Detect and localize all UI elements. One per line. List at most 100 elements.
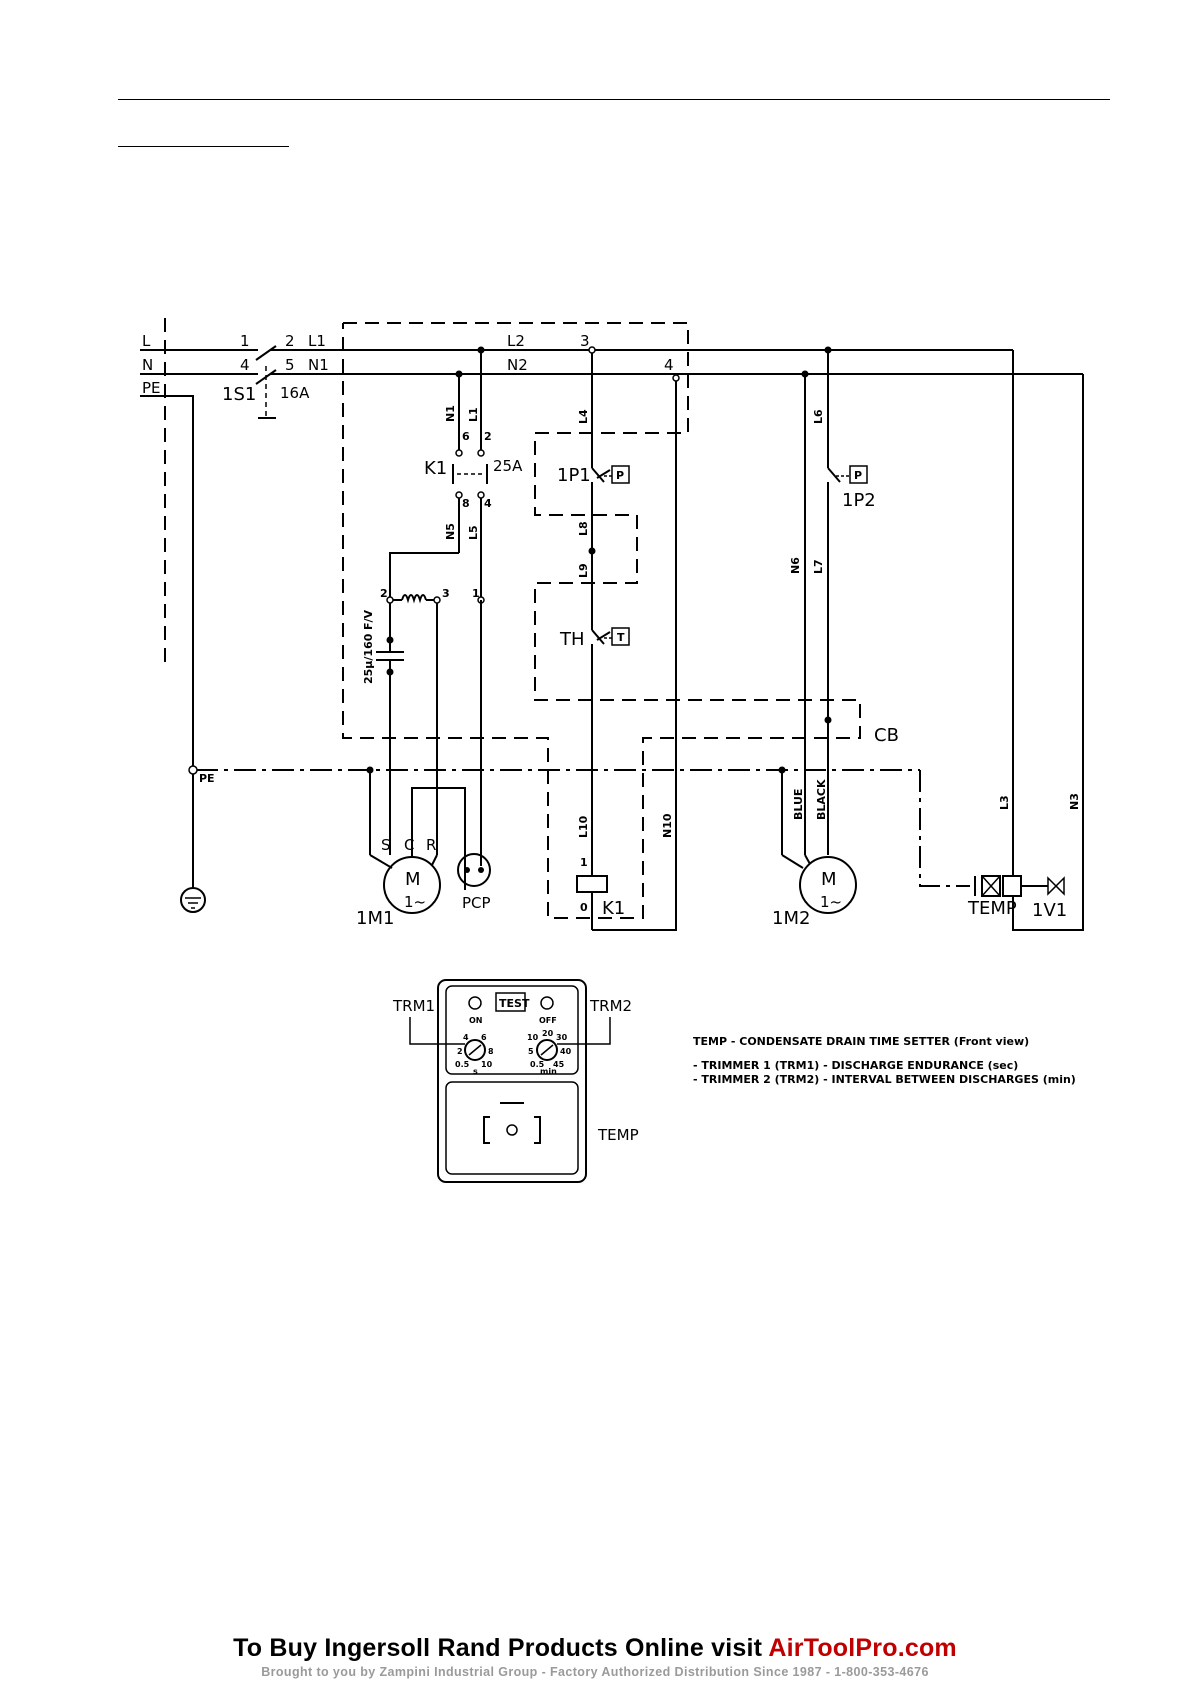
label-L: L: [142, 332, 151, 350]
timer-test: TEST: [499, 997, 530, 1010]
dial2-20: 20: [542, 1029, 554, 1038]
note-line-3: - TRIMMER 2 (TRM2) - INTERVAL BETWEEN DI…: [693, 1073, 1076, 1086]
label-c: C: [404, 836, 414, 854]
dial2-40: 40: [560, 1047, 572, 1056]
label-k4: 4: [484, 497, 492, 510]
label-p-box: P: [616, 469, 624, 482]
note-line-1: TEMP - CONDENSATE DRAIN TIME SETTER (Fro…: [693, 1035, 1029, 1048]
footer-banner: To Buy Ingersoll Rand Products Online vi…: [180, 1634, 1010, 1682]
label-fv: F/V: [362, 609, 375, 630]
wire-N1: N1: [444, 405, 457, 422]
label-1v1: 1V1: [1032, 900, 1067, 921]
note-line-2: - TRIMMER 1 (TRM1) - DISCHARGE ENDURANCE…: [693, 1059, 1018, 1072]
wire-N3: N3: [1068, 793, 1081, 810]
label-n1: 1: [240, 332, 250, 350]
footer-link[interactable]: AirToolPro.com: [768, 1634, 957, 1662]
label-N1: N1: [308, 356, 329, 374]
label-cb: CB: [874, 725, 899, 746]
notes: TEMP - CONDENSATE DRAIN TIME SETTER (Fro…: [693, 1035, 1076, 1086]
circuit-labels: L N PE 1 2 4 5 1S1 16A L1 N1 L2 N2 3 4 N…: [142, 332, 1081, 929]
pe-line: [180, 765, 970, 913]
label-c1: 1: [472, 587, 480, 600]
wire-L7: L7: [812, 559, 825, 574]
timer-temp: TEMP: [597, 1126, 639, 1144]
label-k6: 6: [462, 430, 470, 443]
wire-black: BLACK: [815, 779, 828, 820]
wire-L5: L5: [467, 525, 480, 540]
label-N: N: [142, 356, 153, 374]
dial1-6: 6: [481, 1033, 487, 1042]
label-L1: L1: [308, 332, 326, 350]
dashed-enclosures: [164, 318, 861, 919]
timer-on: ON: [469, 1016, 483, 1025]
label-p2-box: P: [854, 469, 862, 482]
dial2-10: 10: [527, 1033, 539, 1042]
header-rule: [118, 99, 1110, 100]
wire-L9: L9: [577, 563, 590, 578]
wire-L3: L3: [998, 795, 1011, 810]
fan-branch: [781, 346, 868, 914]
label-k8: 8: [462, 497, 470, 510]
dial2-unit: min: [540, 1067, 557, 1076]
section-underline: [118, 146, 289, 147]
label-n2: 2: [285, 332, 295, 350]
dial1-10: 10: [481, 1060, 493, 1069]
label-L2: L2: [507, 332, 525, 350]
label-n5: 5: [285, 356, 295, 374]
timer-off: OFF: [539, 1016, 557, 1025]
supply-lines: [140, 345, 1083, 768]
footer-main-prefix: To Buy Ingersoll Rand Products Online vi…: [233, 1634, 769, 1662]
dial2-45: 45: [553, 1060, 565, 1069]
label-1m2: 1M2: [772, 908, 810, 929]
wire-L10: L10: [577, 815, 590, 838]
wire-L6: L6: [812, 409, 825, 424]
label-capacitor: 25µ/160: [362, 633, 375, 684]
label-motor-m2: M: [821, 869, 837, 890]
label-k1: K1: [424, 458, 447, 479]
label-coil-1: 1: [580, 856, 588, 869]
label-1s1: 1S1: [222, 384, 256, 405]
dial1-2: 2: [457, 1047, 463, 1056]
wire-L4: L4: [577, 409, 590, 424]
timer-front-view: TRM1 TRM2 TEST ON OFF 4 6 2 8 0.5 10 s 1…: [392, 979, 639, 1183]
drain-valve: [974, 350, 1084, 931]
label-1m1: 1M1: [356, 908, 394, 929]
label-k2: 2: [484, 430, 492, 443]
label-r: R: [426, 836, 436, 854]
label-t3: 3: [580, 332, 590, 350]
wire-blue: BLUE: [792, 789, 805, 820]
label-s: S: [381, 836, 391, 854]
label-n4: 4: [240, 356, 250, 374]
label-pe-node: PE: [199, 772, 215, 785]
dial1-8: 8: [488, 1047, 494, 1056]
footer-main-text: To Buy Ingersoll Rand Products Online vi…: [180, 1634, 1010, 1663]
footer-sub-text: Brought to you by Zampini Industrial Gro…: [261, 1665, 929, 1679]
dial2-30: 30: [556, 1033, 568, 1042]
k1-branch: [369, 350, 491, 914]
label-t4: 4: [664, 356, 674, 374]
label-pcp: PCP: [462, 894, 491, 912]
label-motor-m1: M: [405, 869, 421, 890]
dial2-05: 0.5: [530, 1060, 545, 1069]
control-circuit: [455, 346, 680, 931]
label-1p2: 1P2: [842, 490, 876, 511]
wire-L1: L1: [467, 407, 480, 422]
label-t-box: T: [617, 631, 625, 644]
label-temp: TEMP: [967, 898, 1017, 919]
dial1-4: 4: [463, 1033, 469, 1042]
dial2-5: 5: [528, 1047, 534, 1056]
timer-trm1: TRM1: [392, 997, 435, 1015]
label-1p1: 1P1: [557, 465, 591, 486]
wire-N5: N5: [444, 523, 457, 540]
label-c2: 2: [380, 587, 388, 600]
label-c3: 3: [442, 587, 450, 600]
label-25a: 25A: [493, 457, 523, 475]
label-N2: N2: [507, 356, 528, 374]
label-coil-0: 0: [580, 901, 588, 914]
label-phase-m1: 1~: [404, 893, 426, 911]
label-16a: 16A: [280, 384, 310, 402]
wire-N6: N6: [789, 557, 802, 574]
timer-trm2: TRM2: [589, 997, 632, 1015]
